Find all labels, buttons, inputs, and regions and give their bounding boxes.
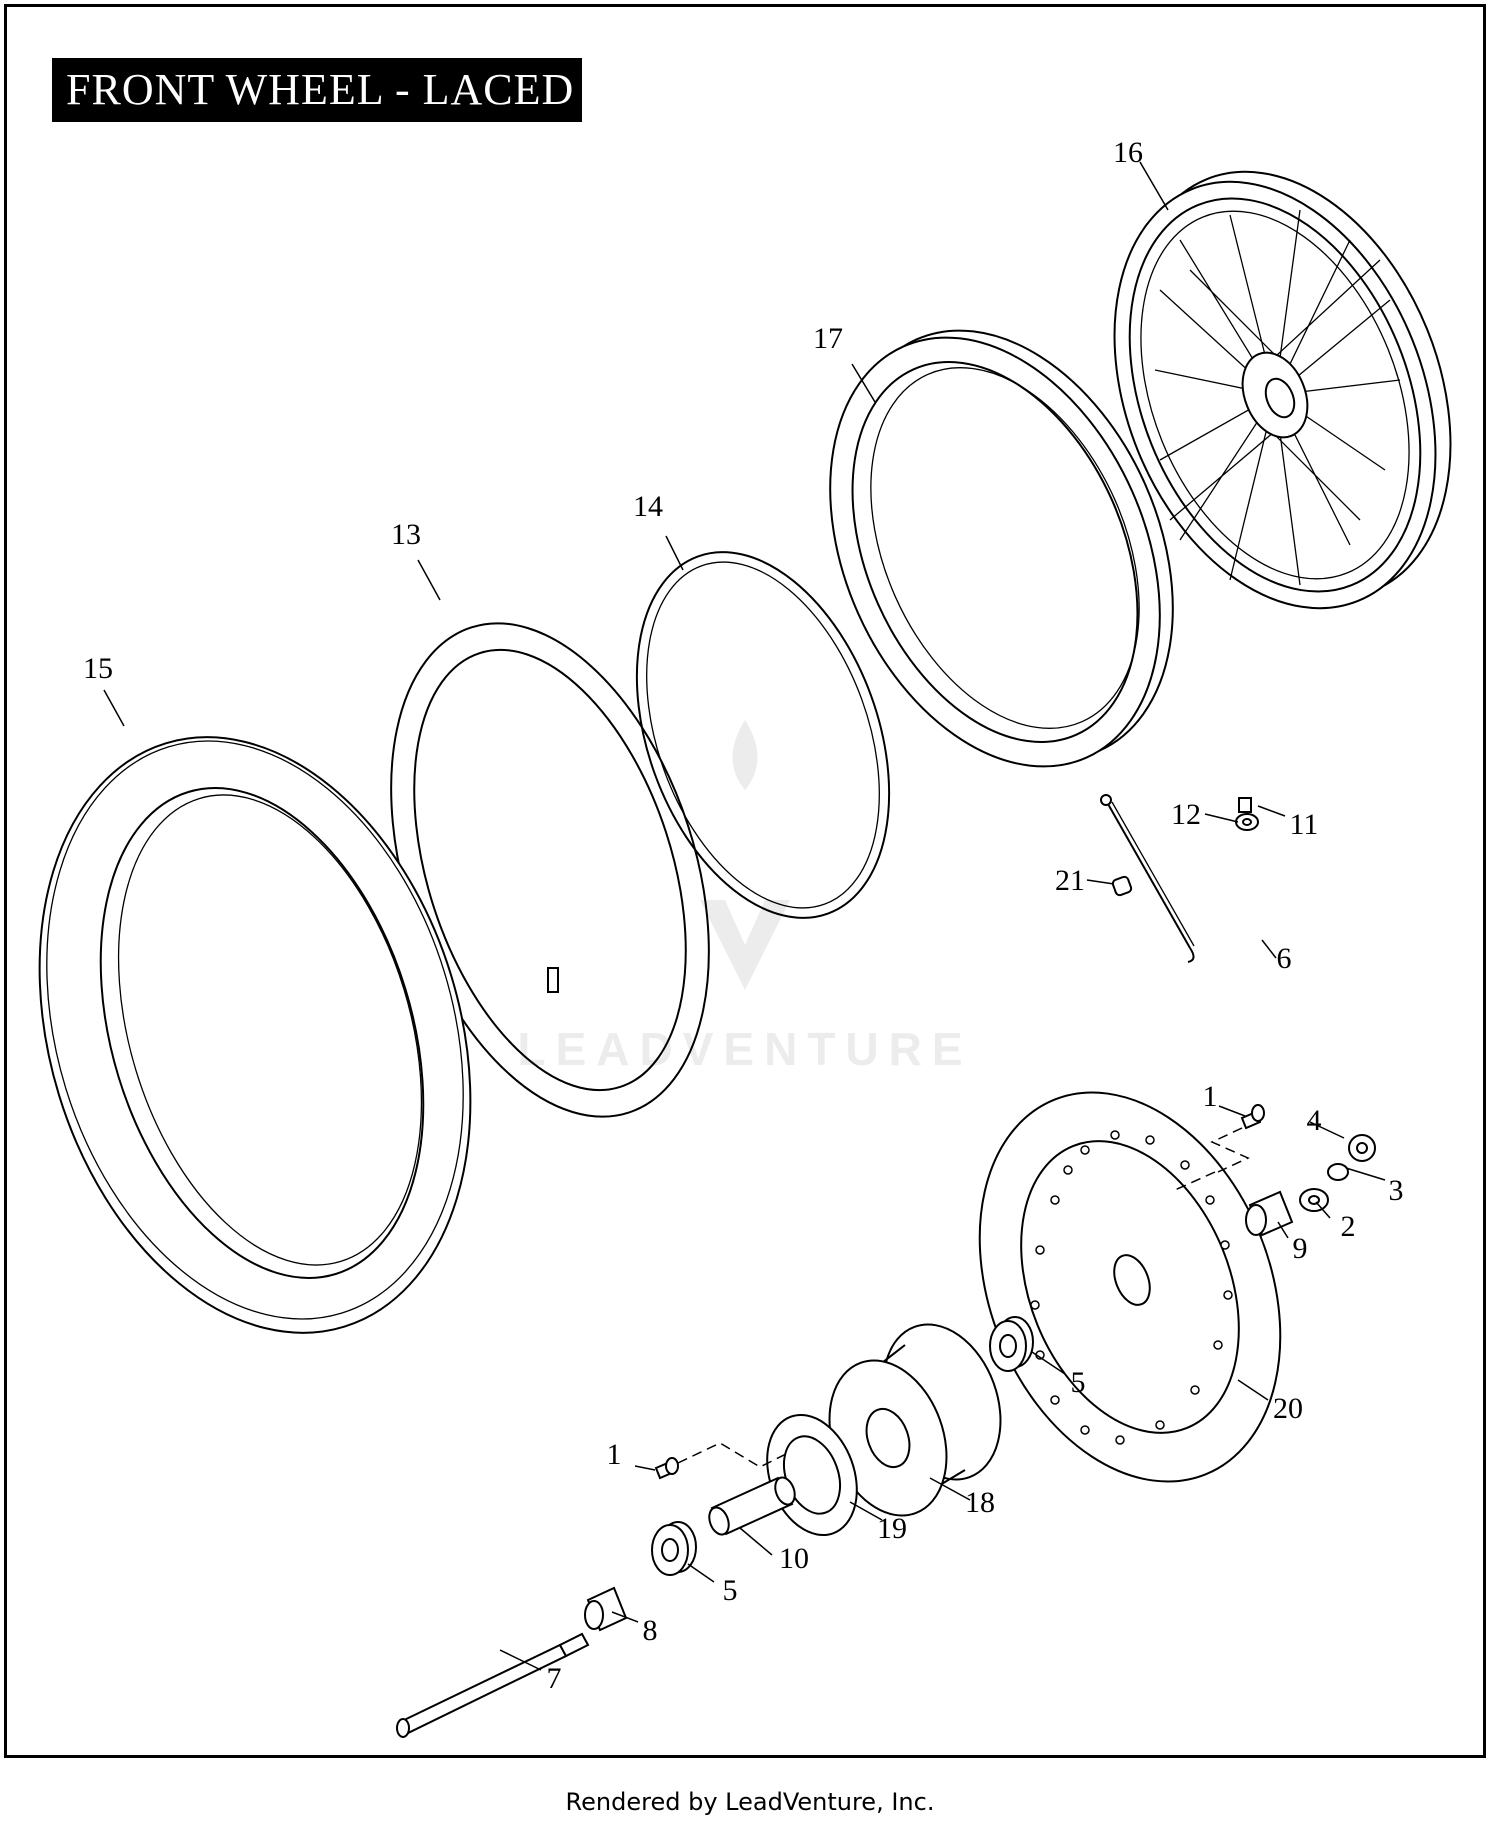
callout-8: 8 (643, 1614, 658, 1647)
leader-lines (103, 161, 1386, 1671)
nipple-part[interactable] (1111, 875, 1133, 897)
washer-part[interactable] (1299, 1188, 1329, 1212)
hub-part[interactable] (809, 1308, 1021, 1532)
callout-19: 19 (877, 1512, 907, 1545)
callout-10: 10 (779, 1542, 809, 1575)
bearing-part-upper[interactable] (989, 1316, 1034, 1372)
callout-3: 3 (1389, 1174, 1404, 1207)
rotor-bolt-part-lower[interactable] (654, 1457, 679, 1480)
callout-5-upper: 5 (1071, 1366, 1086, 1399)
callout-1-lower: 1 (607, 1438, 622, 1471)
callout-14: 14 (633, 490, 663, 523)
right-spacer-part[interactable] (1245, 1190, 1294, 1237)
callout-17: 17 (813, 322, 843, 355)
callout-7: 7 (547, 1662, 562, 1695)
callout-15: 15 (83, 652, 113, 685)
callout-9: 9 (1293, 1232, 1308, 1265)
watermark-logo (700, 720, 790, 990)
diagram-title: FRONT WHEEL - LACED (52, 58, 582, 122)
callout-13: 13 (391, 518, 421, 551)
axle-nut-part[interactable] (1348, 1134, 1376, 1162)
callout-16: 16 (1113, 136, 1143, 169)
spoke-part[interactable] (1100, 794, 1195, 963)
callout-2: 2 (1341, 1210, 1356, 1243)
callout-4: 4 (1307, 1104, 1322, 1137)
watermark-text: LEADVENTURE (517, 1023, 972, 1075)
diagram-frame (4, 4, 1486, 1758)
rotor-bolt-part-upper[interactable] (1240, 1104, 1265, 1130)
callout-1-upper: 1 (1203, 1080, 1218, 1113)
bearing-part-lower[interactable] (651, 1521, 697, 1576)
callout-6: 6 (1277, 942, 1292, 975)
rim-part[interactable] (766, 278, 1236, 818)
tire-part[interactable] (0, 683, 540, 1386)
exploded-parts-diagram: LEADVENTURE (0, 124, 1500, 1738)
axle-spacer-part[interactable] (706, 1475, 798, 1537)
callout-18: 18 (965, 1486, 995, 1519)
footer-credit: Rendered by LeadVenture, Inc. (565, 1788, 935, 1816)
lock-washer-part[interactable] (1327, 1163, 1349, 1181)
laced-wheel-part[interactable] (1055, 124, 1500, 657)
callout-5-lower: 5 (723, 1574, 738, 1607)
callout-12: 12 (1171, 798, 1201, 831)
spoke-nut-part[interactable] (1238, 797, 1252, 813)
valve-stem-icon (547, 967, 559, 993)
rim-strip-part[interactable] (590, 517, 936, 953)
axle-part[interactable] (396, 1632, 590, 1738)
callout-11: 11 (1290, 808, 1319, 841)
left-spacer-part[interactable] (584, 1586, 628, 1632)
spoke-washer-part[interactable] (1235, 813, 1259, 831)
alignment-guides (677, 1127, 1250, 1468)
brake-rotor-part[interactable] (925, 1047, 1336, 1526)
callout-20: 20 (1273, 1392, 1303, 1425)
callout-21: 21 (1055, 864, 1085, 897)
